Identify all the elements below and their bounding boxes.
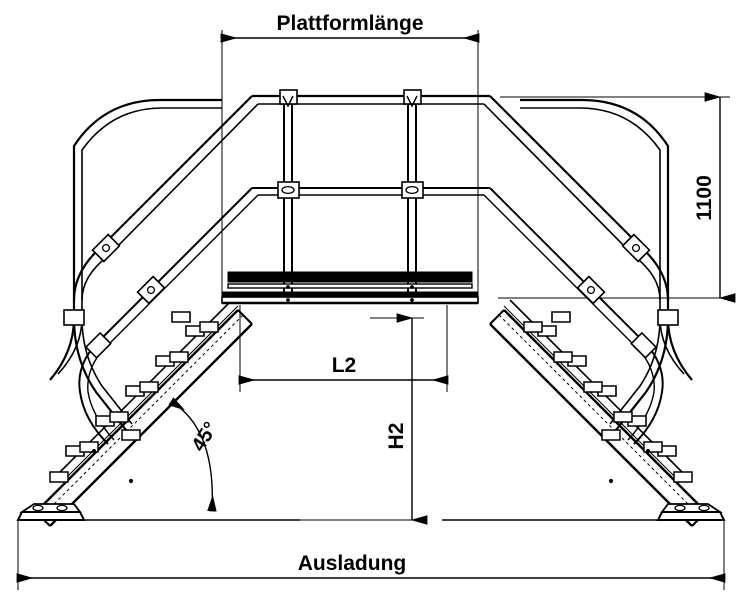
dimension-platform-length: Plattformlänge	[220, 12, 480, 43]
right-stair-assembly	[483, 95, 726, 527]
dimension-projection-label: Ausladung	[298, 552, 407, 575]
dimension-handrail-height-label: 1100	[693, 175, 716, 221]
dimension-projection: Ausladung	[16, 552, 726, 583]
dimension-handrail-height: 1100	[693, 92, 736, 303]
platform-railing	[252, 89, 490, 300]
dimension-h2: H2	[385, 313, 428, 525]
left-stair-assembly	[16, 95, 259, 527]
platform-deck	[221, 271, 479, 305]
dimension-angle-45: 45°	[168, 397, 223, 512]
dimension-l2-label: L2	[332, 354, 357, 377]
dimension-angle-label: 45°	[188, 418, 223, 455]
dimension-h2-label: H2	[385, 423, 408, 450]
railing-post-left	[277, 89, 300, 300]
extension-lines	[17, 30, 730, 590]
railing-post-right	[401, 89, 424, 300]
dimension-l2: L2	[238, 354, 449, 385]
dimension-platform-length-label: Plattformlänge	[276, 12, 423, 35]
